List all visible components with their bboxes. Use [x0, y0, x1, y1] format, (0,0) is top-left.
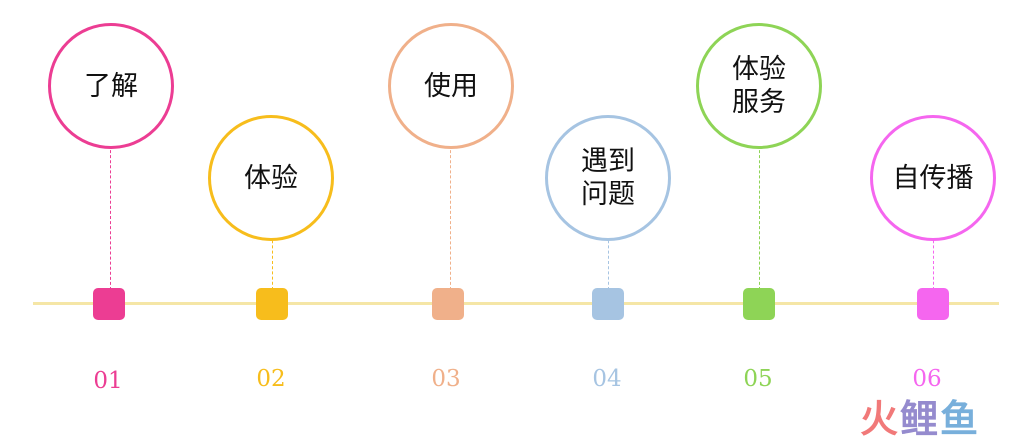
stage-label: 遇到 问题 — [581, 146, 635, 210]
connector-02 — [272, 235, 273, 290]
stage-circle-06: 自传播 — [870, 115, 996, 241]
marker-03 — [432, 288, 464, 320]
stage-label: 自传播 — [892, 162, 974, 194]
watermark-logo: 火鲤鱼 — [860, 388, 980, 443]
watermark-char-1: 火 — [860, 397, 901, 441]
connector-05 — [759, 145, 760, 290]
stage-number-01: 01 — [93, 368, 123, 394]
watermark-char-2: 鲤 — [900, 397, 941, 441]
timeline-diagram: 了解 01 体验 02 使用 03 遇到 问题 04 体验 服务 05 自传播 … — [48, 23, 996, 394]
connector-01 — [110, 145, 111, 290]
stage-circle-05: 体验 服务 — [696, 23, 822, 149]
watermark-char-3: 鱼 — [940, 397, 981, 441]
marker-01 — [93, 288, 125, 320]
connector-06 — [933, 235, 934, 290]
stage-number-02: 02 — [256, 366, 286, 392]
stage-number-06: 06 — [912, 366, 942, 392]
stage-number-03: 03 — [431, 366, 461, 392]
stage-label: 体验 — [244, 162, 298, 194]
connector-03 — [450, 145, 451, 290]
stage-circle-03: 使用 — [388, 23, 514, 149]
stage-label: 了解 — [84, 70, 138, 102]
marker-02 — [256, 288, 288, 320]
stage-circle-01: 了解 — [48, 23, 174, 149]
marker-06 — [917, 288, 949, 320]
stage-number-04: 04 — [592, 366, 622, 392]
stage-label: 体验 服务 — [732, 54, 786, 118]
stage-label: 使用 — [424, 70, 478, 102]
timeline-line — [33, 302, 999, 305]
marker-05 — [743, 288, 775, 320]
stage-number-05: 05 — [743, 366, 773, 392]
connector-04 — [608, 235, 609, 290]
stage-circle-04: 遇到 问题 — [545, 115, 671, 241]
marker-04 — [592, 288, 624, 320]
stage-circle-02: 体验 — [208, 115, 334, 241]
